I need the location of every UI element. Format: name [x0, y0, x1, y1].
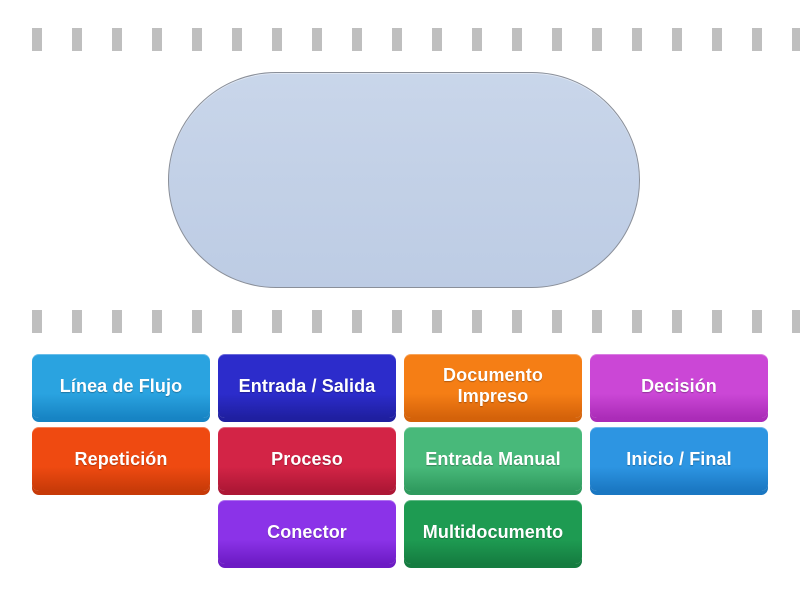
dash-mark [352, 28, 362, 51]
dash-mark [392, 310, 402, 333]
dash-mark [512, 28, 522, 51]
dashed-separator-top-track [0, 28, 800, 51]
dash-mark [152, 28, 162, 51]
dash-mark [472, 310, 482, 333]
answer-tile-label: Entrada / Salida [238, 375, 376, 396]
dash-mark [232, 310, 242, 333]
dash-mark [232, 28, 242, 51]
dash-mark [552, 310, 562, 333]
answer-tile-repeticion[interactable]: Repetición [32, 427, 210, 491]
dash-mark [552, 28, 562, 51]
dash-mark [472, 28, 482, 51]
dash-mark [312, 310, 322, 333]
dash-mark [592, 28, 602, 51]
dash-mark [192, 310, 202, 333]
answer-tile-label: Repetición [74, 448, 168, 469]
dash-mark [112, 310, 122, 333]
dashed-separator-middle-track [0, 310, 800, 333]
answer-tile-label: Entrada Manual [425, 448, 561, 469]
dash-mark [32, 310, 42, 333]
dash-mark [672, 310, 682, 333]
dash-mark [712, 310, 722, 333]
dash-mark [312, 28, 322, 51]
answer-tile-label: Inicio / Final [626, 448, 732, 469]
dash-mark [632, 310, 642, 333]
dash-mark [712, 28, 722, 51]
answer-tile-linea-de-flujo[interactable]: Línea de Flujo [32, 354, 210, 418]
answer-tile-label: Multidocumento [422, 521, 564, 542]
dash-mark [752, 310, 762, 333]
answer-tile-label: Decisión [641, 375, 717, 396]
answer-tile-label: Línea de Flujo [59, 375, 183, 396]
dash-mark [32, 28, 42, 51]
answer-tile-proceso[interactable]: Proceso [218, 427, 396, 491]
dash-mark [72, 310, 82, 333]
dashed-separator-middle [0, 310, 800, 333]
answer-tile-decision[interactable]: Decisión [590, 354, 768, 418]
dash-mark [272, 28, 282, 51]
answer-tile-inicio-final[interactable]: Inicio / Final [590, 427, 768, 491]
dash-mark [272, 310, 282, 333]
dash-mark [152, 310, 162, 333]
dash-mark [792, 28, 800, 51]
answer-tile-label: Proceso [271, 448, 343, 469]
dashed-separator-top [0, 28, 800, 51]
dash-mark [72, 28, 82, 51]
dash-mark [192, 28, 202, 51]
dash-mark [112, 28, 122, 51]
answer-tile-entrada-manual[interactable]: Entrada Manual [404, 427, 582, 491]
answer-tile-entrada-salida[interactable]: Entrada / Salida [218, 354, 396, 418]
dash-mark [592, 310, 602, 333]
dash-mark [352, 310, 362, 333]
dash-mark [432, 28, 442, 51]
dash-mark [432, 310, 442, 333]
dash-mark [792, 310, 800, 333]
dash-mark [752, 28, 762, 51]
dash-mark [672, 28, 682, 51]
answer-tile-documento-impreso[interactable]: Documento Impreso [404, 354, 582, 418]
answer-tile-label: Documento Impreso [443, 365, 543, 406]
answer-tile-multidocumento[interactable]: Multidocumento [404, 500, 582, 564]
dash-mark [632, 28, 642, 51]
drop-target-shape[interactable] [168, 72, 640, 288]
dash-mark [392, 28, 402, 51]
answer-tile-conector[interactable]: Conector [218, 500, 396, 564]
answer-tile-label: Conector [267, 521, 347, 542]
dash-mark [512, 310, 522, 333]
